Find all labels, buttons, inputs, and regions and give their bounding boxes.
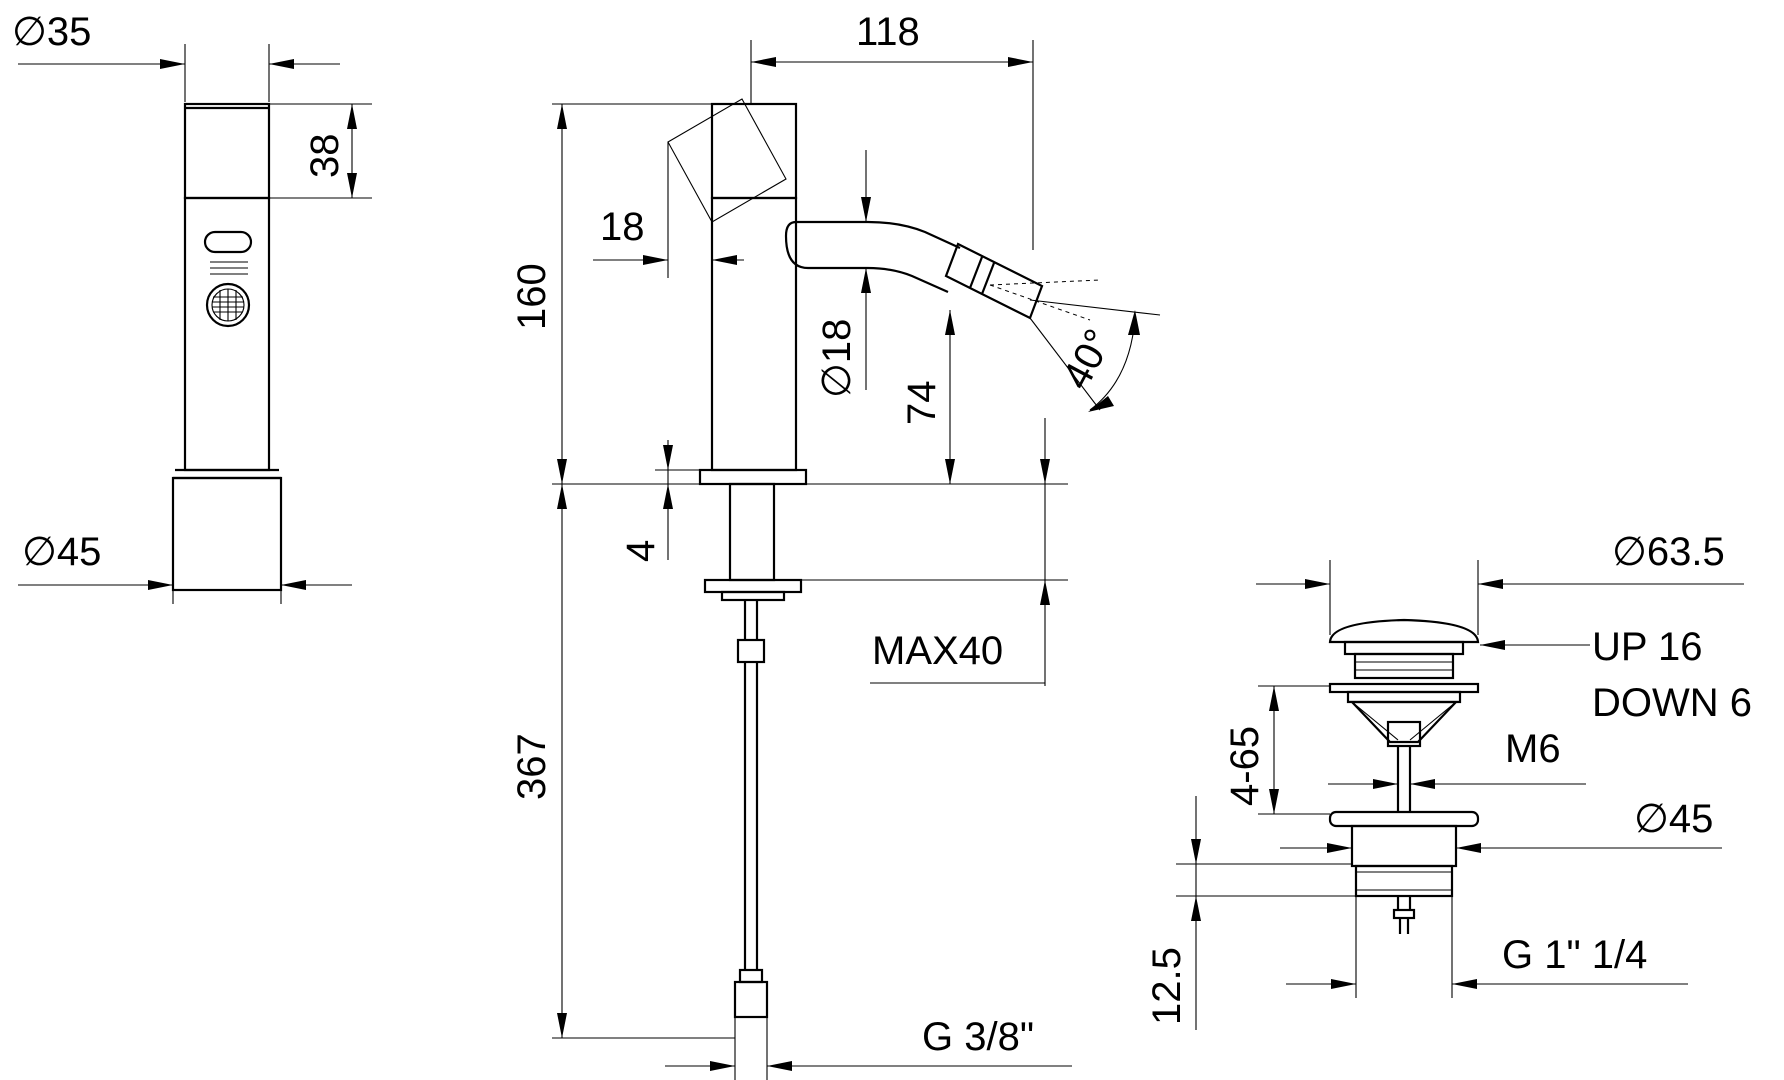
waste-cap-diameter-label: ∅63.5 — [1612, 530, 1725, 574]
side-body — [183, 196, 271, 472]
side-diameter-top-label: ∅35 — [12, 10, 91, 54]
side-handle-block — [183, 102, 271, 200]
waste-thread-label: G 1" 1/4 — [1502, 933, 1647, 977]
front-aerator — [944, 242, 1044, 320]
waste-adjust-range-label: 4-65 — [1223, 726, 1267, 806]
front-view: 118 160 18 ∅18 74 40° — [510, 10, 1161, 1080]
waste-travel-down-label: DOWN 6 — [1592, 681, 1752, 725]
front-handle — [710, 102, 798, 200]
side-handle-height-label: 38 — [303, 134, 347, 179]
front-spout-height-label: 74 — [900, 381, 944, 426]
waste-body — [1350, 824, 1458, 868]
front-spout-diameter-label: ∅18 — [815, 319, 859, 398]
front-handle-tilted — [667, 98, 787, 223]
front-hose-connection-label: G 3/8" — [922, 1015, 1034, 1059]
front-handle-offset-label: 18 — [600, 205, 645, 249]
front-height-label: 160 — [510, 263, 554, 330]
front-hose-nut — [736, 638, 766, 664]
front-spray-angle-label: 40° — [1054, 322, 1121, 396]
front-max-deck-label: MAX40 — [872, 629, 1003, 673]
waste-view: ∅63.5 UP 16 DOWN 6 4-65 M6 ∅45 12.5 — [1145, 530, 1752, 1030]
front-shank — [728, 482, 776, 582]
waste-cap — [1328, 618, 1480, 644]
front-hose-length-label: 367 — [510, 733, 554, 800]
front-width-label: 118 — [856, 10, 920, 54]
waste-flange — [1328, 810, 1480, 828]
waste-rod-thread-label: M6 — [1505, 727, 1561, 771]
front-base-plate — [698, 468, 808, 486]
front-nut — [703, 578, 803, 594]
side-view: ∅35 38 ∅45 — [12, 10, 372, 604]
side-spout-end — [203, 230, 253, 328]
waste-travel-up-label: UP 16 — [1592, 625, 1702, 669]
front-hose-fitting — [733, 980, 769, 1019]
front-base-plate-label: 4 — [619, 540, 663, 562]
side-diameter-base-label: ∅45 — [22, 530, 101, 574]
waste-flange-diameter-label: ∅45 — [1634, 797, 1713, 841]
front-body — [710, 196, 798, 472]
front-spout — [784, 220, 961, 294]
waste-flange-height-label: 12.5 — [1145, 947, 1189, 1025]
side-base — [171, 476, 283, 592]
